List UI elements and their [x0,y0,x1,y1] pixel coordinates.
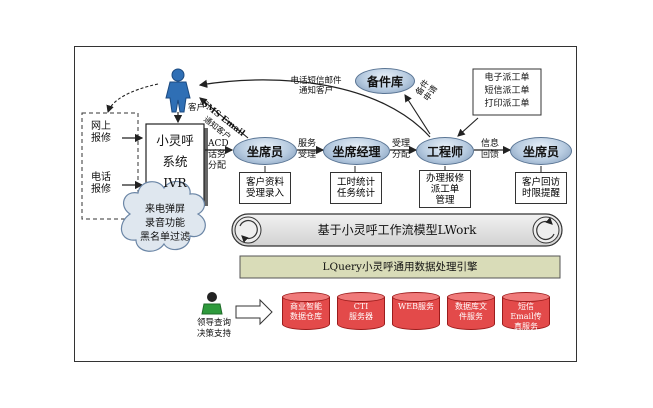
parts-store: 备件库 [355,68,415,94]
acd-label: ACD 话务 分配 [208,139,229,171]
customer-to-input-arrow [106,83,159,114]
cloud-label: 来电弹屏 录音功能 黑名单过滤 [140,204,190,243]
engine-bar-label: LQuery小灵呼通用数据处理引擎 [322,261,478,273]
workflow-bar-shape [231,213,563,247]
customer-figure [165,68,191,113]
phone-repair-label: 电话 报修 [91,172,111,195]
role-agent1: 坐席员 [233,137,297,165]
db-file-service: 数据库文 件服务 [447,292,495,332]
customer-label: 客户 [188,103,206,113]
engineer-duty-box: 办理报修 派工单 管理 [419,170,471,208]
sms-email-arrow [199,97,249,139]
role-engineer: 工程师 [416,137,474,165]
db-bi-warehouse: 商业智能 数据仓库 [282,292,330,332]
leader-figure [201,292,223,315]
dispatch-box [472,68,542,116]
ivr-label: 小灵呼 系统 IVR [156,133,194,190]
role-manager: 坐席经理 [323,137,390,165]
engine-bar-shape [239,255,561,279]
info-feedback-label: 信息 回馈 [481,139,500,160]
agent2-duty-box: 客户回访 时限提醒 [515,172,567,204]
role-agent2: 坐席员 [510,137,572,165]
manager-duty-box: 工时统计 任务统计 [330,172,382,204]
agent1-duty-box: 客户资料 受理录入 [239,172,291,204]
cloud-shape [120,180,206,252]
parts-apply-arrow [404,94,431,135]
service-accept-label: 服务 受理 [298,139,317,160]
db-cti-server: CTI 服务器 [337,292,385,332]
notify-customer-arrow [198,79,431,138]
phone-sms-mail-label: 电话短信邮件 通知客户 [290,76,342,96]
online-repair-label: 网上 报修 [91,121,111,144]
leader-arrow [235,298,273,326]
db-sms-email-fax: 短信 Email传 真服务 [502,292,550,332]
leader-label: 领导查询 决策支持 [196,318,231,339]
accept-dispatch-label: 受理 分配 [392,139,411,160]
dispatch-label: 电子派工单 短信派工单 打印派工单 [484,73,530,109]
workflow-bar-label: 基于小灵呼工作流模型LWork [317,223,477,237]
db-web-service: WEB服务 [392,292,440,332]
dispatch-arrow [457,117,479,137]
